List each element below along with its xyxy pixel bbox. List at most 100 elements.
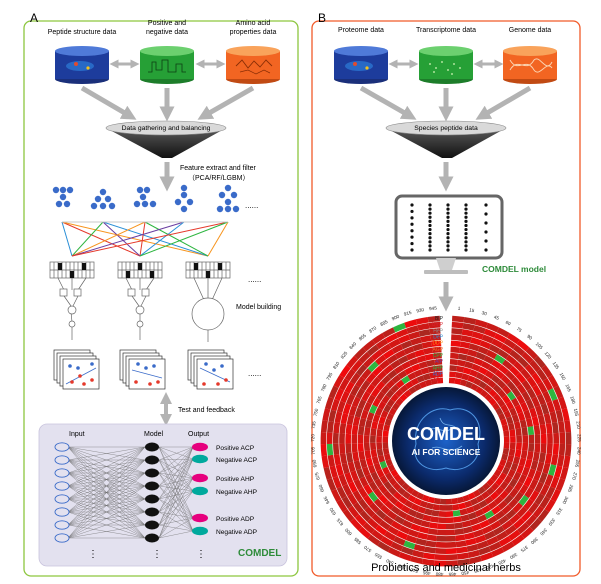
heat-cell [384, 530, 397, 542]
heat-cell [345, 443, 352, 454]
monitor-node [446, 203, 450, 207]
heat-cell [519, 419, 527, 429]
db-positive-negative: Positive and negative data [140, 20, 194, 84]
heat-cell [556, 454, 565, 467]
heat-cell [507, 422, 515, 431]
heat-cell [427, 528, 438, 536]
heat-cell [332, 476, 342, 489]
heat-cell [502, 466, 510, 475]
heat-cell [352, 451, 360, 462]
heat-cell [401, 375, 411, 385]
heat-cell [351, 443, 358, 453]
db-genome [503, 46, 557, 84]
heat-cell [382, 442, 389, 449]
tick-label: 195 [573, 408, 580, 417]
db-label: Genome data [509, 27, 552, 34]
heat-cell [459, 341, 471, 349]
heat-cell [476, 540, 489, 550]
heat-cell [434, 358, 443, 366]
heat-cell [493, 393, 502, 403]
heat-cell [515, 372, 527, 384]
db-label-line2: properties data [230, 29, 277, 36]
heat-cell [326, 478, 337, 492]
heat-cell [416, 492, 425, 500]
heat-cell [407, 494, 417, 503]
heat-cell [446, 547, 457, 555]
heat-cell [360, 409, 369, 420]
heat-cell [474, 508, 485, 518]
heat-cell [534, 405, 544, 417]
heat-cell [484, 495, 494, 505]
heat-cell [346, 355, 359, 369]
heat-cell [427, 496, 435, 504]
heat-cell [477, 486, 486, 495]
input-node [54, 455, 70, 465]
tick-label: 870 [368, 325, 378, 334]
heat-cell [471, 331, 484, 340]
heat-cell [507, 469, 516, 478]
output-label: Negative ADP [216, 529, 258, 536]
heat-cell [379, 460, 388, 469]
tick-label: 600 [344, 527, 353, 536]
monitor-node [410, 222, 414, 226]
heat-cell [446, 554, 458, 561]
tick-label: 345 [539, 527, 548, 536]
heat-cell [403, 346, 415, 355]
heat-cell [532, 384, 542, 397]
heat-cell [338, 474, 348, 487]
heat-cell [532, 505, 545, 518]
heat-cell [473, 529, 484, 538]
heat-cell [352, 416, 361, 427]
monitor-node [428, 232, 432, 236]
heat-cell [380, 410, 389, 419]
heat-cell [375, 509, 387, 520]
monitor-node [410, 216, 414, 220]
circle-title: COMDEL [407, 424, 485, 444]
heat-cell [342, 403, 352, 415]
heat-cell [367, 517, 379, 530]
heat-cell [369, 404, 378, 414]
db-label: Transcriptome data [416, 27, 476, 34]
heat-cell [470, 383, 479, 392]
heat-cell [427, 315, 441, 323]
heat-cell [390, 520, 402, 531]
heat-cell [363, 495, 374, 506]
heat-cell [552, 398, 562, 412]
heat-cell [558, 443, 566, 456]
heat-cell [520, 368, 531, 380]
heat-cell [521, 442, 529, 451]
heat-cell [461, 329, 474, 337]
heat-cell [511, 397, 520, 408]
heat-cell [407, 372, 417, 381]
heat-cell [432, 346, 442, 354]
monitor-icon [394, 194, 504, 274]
heat-cell [359, 458, 368, 469]
heat-cell [391, 344, 404, 354]
heat-cell [527, 468, 536, 479]
heat-cell [463, 526, 474, 534]
heat-cell [496, 379, 507, 389]
heat-cell [545, 423, 553, 434]
heat-cell [421, 341, 433, 349]
arrow-down [475, 85, 532, 120]
heat-cell [487, 379, 497, 389]
heat-cell [365, 419, 373, 429]
heat-cell [446, 504, 453, 511]
heat-cell [493, 525, 505, 536]
heat-cell [386, 510, 398, 521]
heat-cell [328, 409, 337, 422]
heat-cell [484, 393, 493, 402]
heat-cell [357, 434, 364, 444]
heat-cell [375, 338, 389, 350]
db-proteome [334, 46, 388, 84]
tick-label: 795 [325, 371, 333, 381]
heat-cell [410, 377, 419, 386]
heat-cell [536, 461, 545, 473]
hidden-node [145, 507, 159, 517]
heat-cell [516, 506, 528, 518]
heat-cell [503, 338, 517, 350]
tick-label: 480 [435, 571, 443, 576]
heat-cell [530, 460, 539, 471]
heat-cell [351, 434, 358, 444]
